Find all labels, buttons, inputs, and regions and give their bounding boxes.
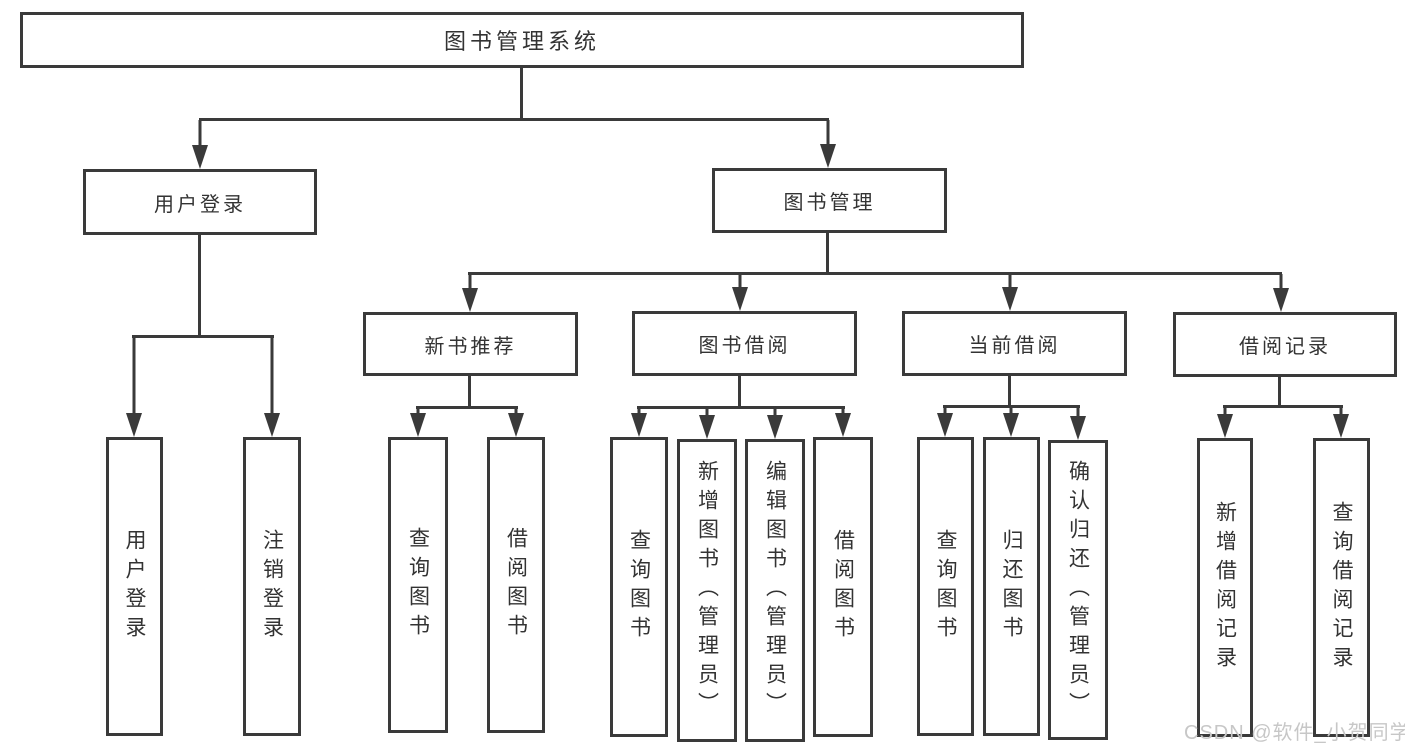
connector-new-book-stem: [468, 375, 471, 407]
leaf-return-book: 归还图书: [983, 437, 1040, 736]
leaf-logout-label: 注销登录: [260, 528, 284, 645]
node-book-management-label: 图书管理: [783, 192, 876, 214]
node-current-borrow-label: 当前借阅: [968, 335, 1061, 357]
leaf-query-book-3-label: 查询图书: [934, 528, 957, 645]
arrow-to-current-borrow: [1002, 274, 1018, 311]
leaf-add-borrow-record-label: 新增借阅记录: [1213, 500, 1237, 675]
node-new-book-recommend: 新书推荐: [363, 312, 578, 376]
connector-new-book-bar: [416, 406, 518, 409]
arrow-to-leaf-return-book: [1003, 407, 1019, 437]
connector-borrow-record-bar: [1223, 405, 1343, 408]
connector-user-login-stem: [198, 234, 201, 336]
connector-user-login-bar: [132, 335, 274, 338]
leaf-confirm-return-admin-label: 确认归还（管理员）: [1066, 459, 1090, 721]
leaf-user-login-label: 用户登录: [123, 528, 146, 645]
arrow-to-user-login: [192, 120, 208, 169]
arrow-to-leaf-edit-book: [767, 408, 783, 439]
node-book-borrow-label: 图书借阅: [698, 335, 791, 357]
node-root: 图书管理系统: [20, 12, 1024, 68]
node-book-borrow: 图书借阅: [632, 311, 857, 376]
arrow-to-leaf-query-book-2: [631, 408, 647, 437]
leaf-query-book-2-label: 查询图书: [627, 529, 651, 645]
node-user-login: 用户登录: [83, 169, 317, 235]
connector-root-stem: [520, 66, 523, 119]
connector-book-mgmt-stem: [826, 232, 829, 273]
arrow-to-leaf-logout: [264, 337, 280, 437]
node-new-book-recommend-label: 新书推荐: [424, 335, 517, 358]
arrow-to-leaf-query-book-3: [937, 407, 953, 437]
arrow-to-book-borrow: [732, 274, 748, 311]
arrow-to-leaf-borrow-book-2: [835, 408, 851, 437]
leaf-logout: 注销登录: [243, 437, 301, 736]
leaf-return-book-label: 归还图书: [1000, 528, 1023, 645]
leaf-add-book-admin: 新增图书（管理员）: [677, 439, 737, 742]
leaf-query-book-3: 查询图书: [917, 437, 974, 736]
connector-book-mgmt-bar: [468, 272, 1282, 275]
leaf-borrow-book-1-label: 借阅图书: [504, 527, 528, 643]
watermark: CSDN @软件_小贺同学: [1184, 722, 1405, 744]
arrow-to-new-book: [462, 274, 478, 312]
leaf-user-login: 用户登录: [106, 437, 163, 736]
leaf-query-book-1-label: 查询图书: [406, 527, 430, 643]
arrow-to-leaf-user-login: [126, 337, 142, 437]
arrow-to-leaf-add-book: [699, 408, 715, 439]
arrow-to-leaf-query-book-1: [410, 408, 426, 437]
leaf-query-borrow-record-label: 查询借阅记录: [1330, 500, 1353, 675]
node-root-label: 图书管理系统: [443, 29, 600, 54]
arrow-to-leaf-borrow-book-1: [508, 408, 524, 437]
arrow-to-borrow-record: [1273, 274, 1289, 312]
leaf-borrow-book-2: 借阅图书: [813, 437, 873, 737]
node-current-borrow: 当前借阅: [902, 311, 1127, 376]
connector-current-borrow-stem: [1008, 375, 1011, 406]
leaf-query-book-1: 查询图书: [388, 437, 448, 733]
leaf-query-borrow-record: 查询借阅记录: [1313, 438, 1370, 737]
leaf-query-book-2: 查询图书: [610, 437, 668, 737]
leaf-borrow-book-1: 借阅图书: [487, 437, 545, 733]
arrow-to-leaf-confirm-return: [1070, 407, 1086, 440]
leaf-add-borrow-record: 新增借阅记录: [1197, 438, 1253, 737]
arrow-to-book-mgmt: [820, 120, 836, 168]
node-borrow-record-label: 借阅记录: [1239, 336, 1331, 358]
arrow-to-leaf-add-record: [1217, 407, 1233, 438]
leaf-edit-book-admin: 编辑图书（管理员）: [745, 439, 805, 742]
arrow-to-leaf-query-record: [1333, 407, 1349, 438]
leaf-confirm-return-admin: 确认归还（管理员）: [1048, 440, 1108, 740]
connector-book-borrow-bar: [637, 406, 845, 409]
connector-book-borrow-stem: [738, 375, 741, 407]
node-book-management: 图书管理: [712, 168, 947, 233]
leaf-edit-book-admin-label: 编辑图书（管理员）: [763, 460, 787, 721]
node-borrow-record: 借阅记录: [1173, 312, 1397, 377]
node-user-login-label: 用户登录: [154, 193, 246, 216]
connector-level1-bar: [199, 118, 829, 121]
leaf-borrow-book-2-label: 借阅图书: [831, 529, 855, 645]
leaf-add-book-admin-label: 新增图书（管理员）: [695, 460, 719, 721]
connector-borrow-record-stem: [1278, 376, 1281, 406]
